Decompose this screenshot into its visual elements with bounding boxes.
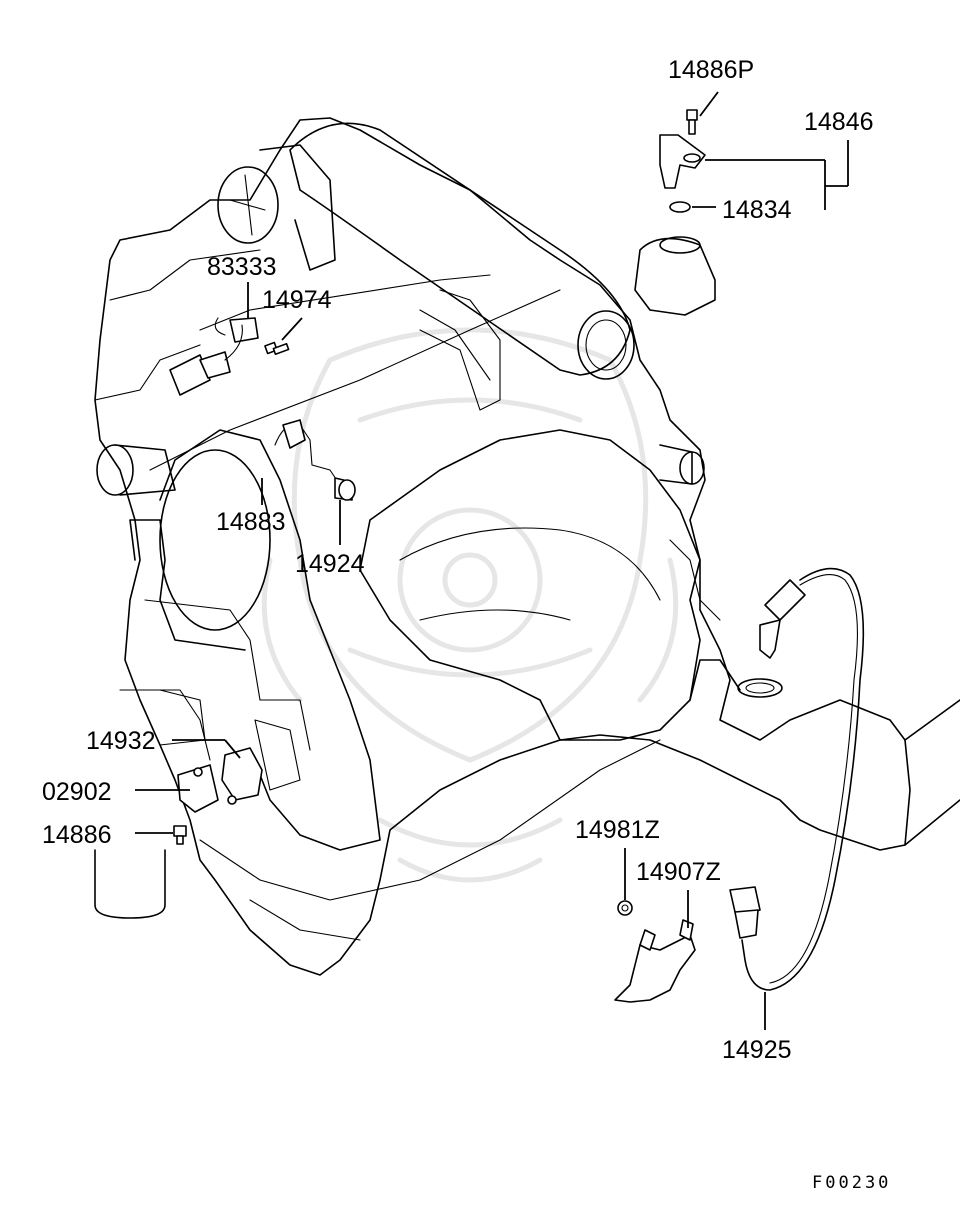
clip-83333 [214, 282, 259, 343]
label-14883: 14883 [216, 508, 286, 536]
label-83333: 83333 [207, 253, 277, 281]
label-14981Z: 14981Z [575, 816, 660, 844]
engine-block [94, 117, 960, 976]
sensor-14846 [659, 134, 849, 210]
label-14886P: 14886P [668, 56, 754, 84]
crank-sensor-14932 [135, 739, 263, 845]
label-02902: 02902 [42, 778, 112, 806]
label-14907Z: 14907Z [636, 858, 721, 886]
label-14924: 14924 [295, 550, 365, 578]
bolt-14886P [686, 91, 719, 135]
label-14886: 14886 [42, 821, 112, 849]
oxygen-sensor-14925 [729, 567, 865, 1030]
label-14846: 14846 [804, 108, 874, 136]
knock-sensor-14924 [261, 419, 356, 545]
oring-14834 [669, 201, 716, 213]
connector-83333 [169, 324, 243, 396]
label-14925: 14925 [722, 1036, 792, 1064]
figure-code: F00230 [812, 1173, 891, 1193]
watermark-emblem [261, 327, 679, 883]
label-14974: 14974 [262, 286, 332, 314]
bolt-14974 [264, 317, 303, 356]
label-14932: 14932 [86, 727, 156, 755]
callout-labels: 14886P 14846 14834 83333 14974 14883 149… [42, 56, 874, 1064]
bracket-14907Z [614, 848, 696, 1003]
label-14834: 14834 [722, 196, 792, 224]
